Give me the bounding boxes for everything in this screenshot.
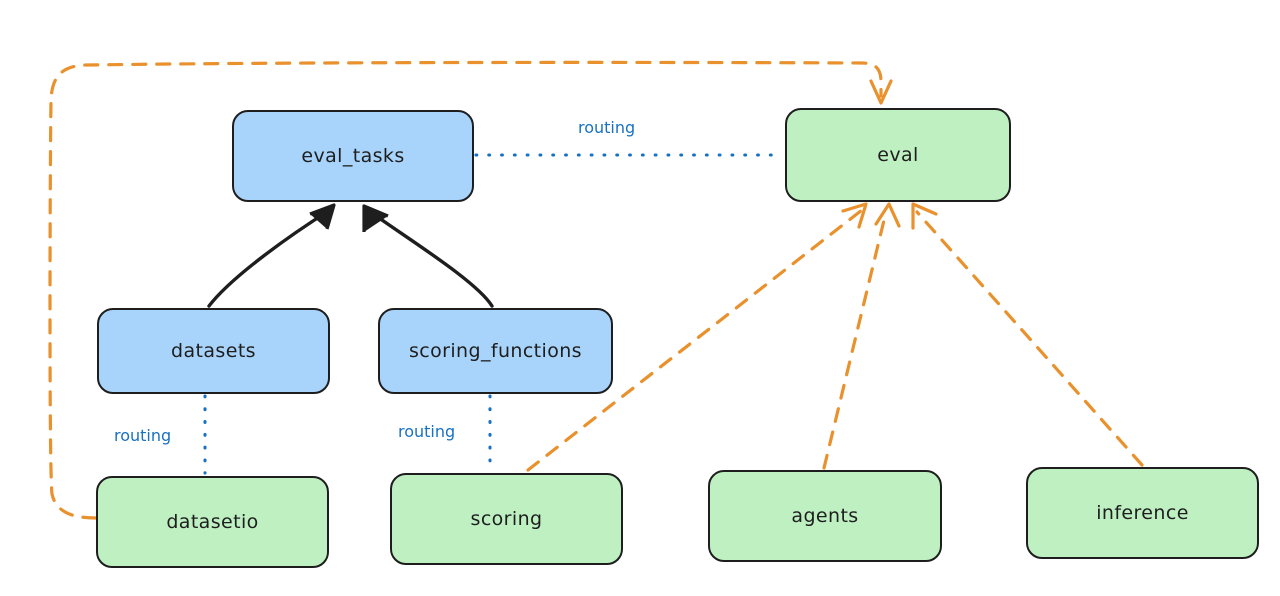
edge-datasetio-to-eval <box>48 60 893 520</box>
edge-inference-to-eval <box>911 202 1144 467</box>
node-label: scoring_functions <box>409 340 582 362</box>
node-label: inference <box>1096 502 1189 524</box>
node-scoring-functions[interactable]: scoring_functions <box>378 308 613 394</box>
edge-datasets-to-eval-tasks <box>207 203 336 308</box>
node-datasetio[interactable]: datasetio <box>96 476 329 568</box>
edge-scoring-functions-to-eval-tasks <box>362 204 494 308</box>
node-eval[interactable]: eval <box>785 108 1011 202</box>
edge-scoring-to-eval <box>526 202 868 472</box>
edge-agents-to-eval <box>822 202 901 470</box>
node-inference[interactable]: inference <box>1026 467 1259 559</box>
node-label: datasetio <box>166 511 259 533</box>
node-label: eval_tasks <box>301 145 405 167</box>
node-eval-tasks[interactable]: eval_tasks <box>232 110 474 202</box>
edge-label-routing-eval-tasks-eval: routing <box>578 118 636 137</box>
edge-label-routing-scoring-functions-scoring: routing <box>398 422 456 441</box>
node-datasets[interactable]: datasets <box>97 308 330 394</box>
edge-label-routing-datasets-datasetio: routing <box>114 426 172 445</box>
node-agents[interactable]: agents <box>708 470 942 562</box>
node-label: datasets <box>171 340 256 362</box>
node-label: scoring <box>470 508 543 530</box>
node-scoring[interactable]: scoring <box>390 473 623 565</box>
node-label: eval <box>877 144 919 166</box>
node-label: agents <box>791 505 859 527</box>
